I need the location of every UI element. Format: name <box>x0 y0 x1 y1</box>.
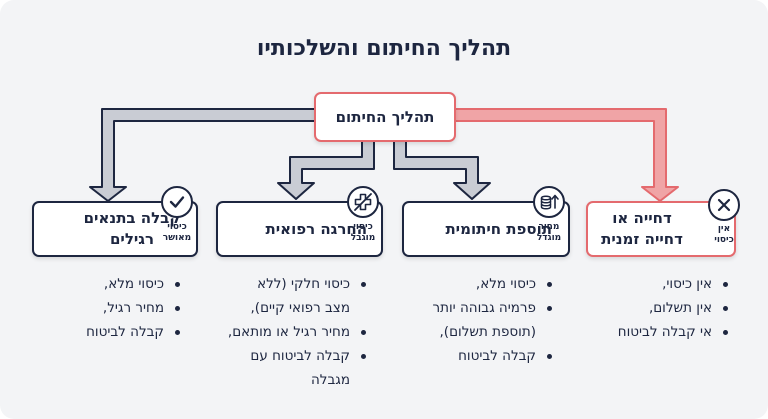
icon-caption-no-coverage: אין כיסוי <box>714 224 734 245</box>
diagram-title: תהליך החיתום והשלכותיו <box>256 36 512 61</box>
list-item: מגבלה <box>310 372 350 388</box>
icon-caption-limited-coverage: כיסוי מוגבל <box>350 222 376 243</box>
node-underwriting-surcharge: תוספת חיתומית <box>402 201 570 257</box>
coins-up-icon <box>533 186 565 218</box>
list-item: אין כיסוי, <box>582 272 732 296</box>
icon-caption-approved: כיסוי מאושר <box>162 222 192 243</box>
list-medical-exclusion: כיסוי חלקי (ללא מצב רפואי קיים), מחיר רג… <box>200 272 370 392</box>
list-item: כיסוי מלא, <box>24 272 184 296</box>
root-node-label: תהליך החיתום <box>335 108 435 126</box>
medical-exclusion-icon <box>347 186 379 218</box>
icon-caption-increased-price: מחיר מוגדל <box>536 222 562 243</box>
list-item: קבלה לביטוח עם <box>200 344 370 368</box>
list-item: פרמיה גבוהה יותר <box>386 296 556 320</box>
list-rejection: אין כיסוי, אין תשלום, אי קבלה לביטוח <box>582 272 732 344</box>
list-item: (תוספת תשלום), <box>439 324 536 340</box>
check-icon <box>161 186 193 218</box>
root-node: תהליך החיתום <box>314 92 456 142</box>
list-item: אין תשלום, <box>582 296 732 320</box>
list-item: קבלה לביטוח <box>386 344 556 368</box>
arrow-to-rejection <box>453 108 679 202</box>
list-item: מחיר רגיל, <box>24 296 184 320</box>
list-underwriting-surcharge: כיסוי מלא, פרמיה גבוהה יותר (תוספת תשלום… <box>386 272 556 368</box>
list-item: מצב רפואי קיים), <box>250 300 350 316</box>
node-medical-exclusion-label: החרגה רפואית <box>265 219 368 238</box>
close-icon <box>708 189 740 221</box>
list-item: כיסוי מלא, <box>386 272 556 296</box>
node-standard-acceptance-label: קבלה בתנאים רגילים <box>83 209 181 248</box>
list-item: אי קבלה לביטוח <box>582 320 732 344</box>
arrow-to-underwriting-surcharge <box>393 140 491 200</box>
arrow-to-medical-exclusion <box>277 140 375 200</box>
list-standard-acceptance: כיסוי מלא, מחיר רגיל, קבלה לביטוח <box>24 272 184 344</box>
list-item: כיסוי חלקי (ללא <box>200 272 370 296</box>
list-item: קבלה לביטוח <box>24 320 184 344</box>
arrow-to-standard-acceptance <box>89 108 317 202</box>
list-item: מחיר רגיל או מותאם, <box>200 320 370 344</box>
node-underwriting-surcharge-label: תוספת חיתומית <box>445 219 552 238</box>
node-rejection-label: דחייה או דחייה זמנית <box>601 209 683 248</box>
